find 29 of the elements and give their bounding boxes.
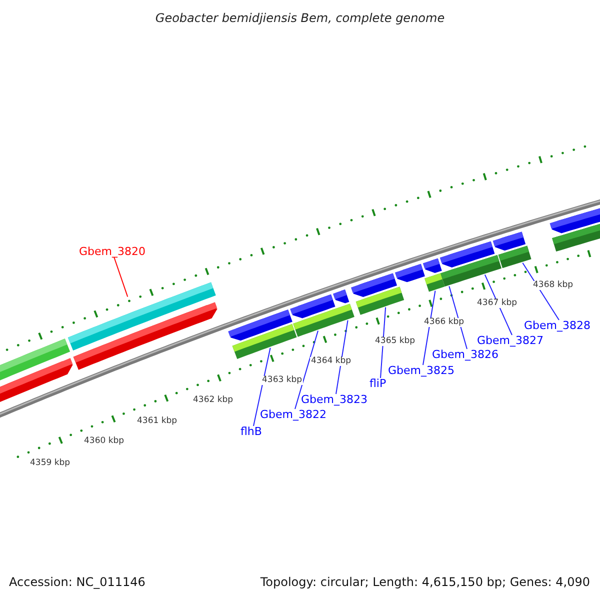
leader-line [114, 256, 128, 298]
leader-line [294, 330, 318, 410]
leader-line [380, 306, 386, 378]
leader-line [448, 286, 468, 350]
genome-info-text: Topology: circular; Length: 4,615,150 bp; Genes: 4,090 [260, 576, 590, 588]
scale-label: 4366 kbp [423, 318, 466, 326]
leader-line [336, 320, 348, 394]
scale-label: 4364 kbp [310, 357, 352, 366]
accession-text: Accession: NC_011146 [9, 576, 146, 588]
scale-label: 4362 kbp [192, 396, 234, 404]
gene-label: Gbem_3822 [260, 409, 326, 420]
scale-label: 4360 kbp [83, 437, 126, 446]
gene-label: fliP [370, 378, 386, 389]
gene-label: flhB [240, 426, 262, 437]
scale-label: 4363 kbp [261, 376, 304, 384]
gene-label: Gbem_3828 [524, 320, 590, 331]
gene-label: Gbem_3820 [79, 246, 146, 257]
title: Geobacter bemidjiensis Bem, complete genome [154, 12, 446, 24]
scale-label: 4361 kbp [136, 417, 178, 426]
gene-label: Gbem_3826 [432, 349, 498, 360]
gene-label: Gbem_3825 [388, 365, 454, 376]
scale-label: 4368 kbp [532, 281, 574, 290]
gene-label: Gbem_3823 [301, 394, 368, 405]
scale-label: 4359 kbp [29, 459, 72, 468]
leader-line [253, 347, 271, 426]
scale-label: 4367 kbp [476, 299, 518, 308]
gene-label: Gbem_3827 [477, 335, 544, 346]
leader-line [422, 290, 436, 366]
scale-label: 4365 kbp [374, 337, 416, 346]
